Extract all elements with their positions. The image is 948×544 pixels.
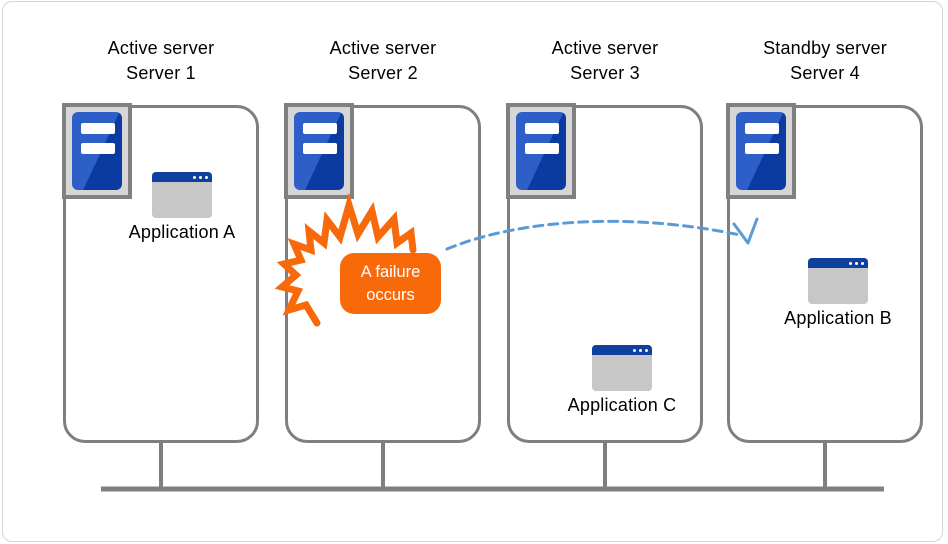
server-2-group: Active server Server 2	[284, 0, 481, 544]
application-window-icon	[152, 172, 212, 218]
application-b-label: Application B	[784, 308, 892, 328]
server-tower-icon	[506, 103, 576, 199]
application-c-label: Application C	[567, 395, 677, 415]
server-1-role: Active server	[107, 38, 215, 58]
server-3-role: Active server	[551, 38, 659, 58]
server-drive-bay	[525, 123, 559, 134]
server-4-role: Standby server	[763, 38, 887, 58]
window-dot	[193, 175, 196, 179]
window-dot	[639, 348, 642, 352]
window-dot	[199, 175, 202, 179]
server-4-group: Standby server Server 4 Application B	[726, 0, 923, 544]
server-2-label: Active server Server 2	[273, 36, 493, 86]
window-dot	[861, 261, 864, 265]
failure-callout: A failure occurs	[340, 253, 441, 314]
server-3-name: Server 3	[570, 63, 640, 83]
server-1-name: Server 1	[126, 63, 196, 83]
server-4-label: Standby server Server 4	[715, 36, 935, 86]
window-titlebar	[592, 345, 652, 355]
server-tower-icon	[62, 103, 132, 199]
application-window-icon	[808, 258, 868, 304]
server-1-group: Active server Server 1 Application A	[62, 0, 259, 544]
window-titlebar	[152, 172, 212, 182]
window-dot	[645, 348, 648, 352]
server-2-role: Active server	[329, 38, 437, 58]
server-tower-body	[736, 112, 786, 190]
server-tower-body	[516, 112, 566, 190]
server-tower-body	[294, 112, 344, 190]
server-drive-bay	[525, 143, 559, 154]
window-dot	[633, 348, 636, 352]
server-3-label: Active server Server 3	[495, 36, 715, 86]
server-tower-body	[72, 112, 122, 190]
window-dot	[849, 261, 852, 265]
server-tower-icon	[726, 103, 796, 199]
server-drive-bay	[81, 143, 115, 154]
window-dot	[855, 261, 858, 265]
server-drive-bay	[745, 143, 779, 154]
server-drive-bay	[303, 123, 337, 134]
server-2-name: Server 2	[348, 63, 418, 83]
server-drive-bay	[81, 123, 115, 134]
server-tower-icon	[284, 103, 354, 199]
window-dot	[205, 175, 208, 179]
application-window-icon	[592, 345, 652, 391]
server-1-label: Active server Server 1	[51, 36, 271, 86]
server-drive-bay	[745, 123, 779, 134]
server-3-group: Active server Server 3 Application C	[506, 0, 703, 544]
window-titlebar	[808, 258, 868, 268]
server-drive-bay	[303, 143, 337, 154]
server-4-name: Server 4	[790, 63, 860, 83]
application-a-label: Application A	[128, 222, 236, 242]
